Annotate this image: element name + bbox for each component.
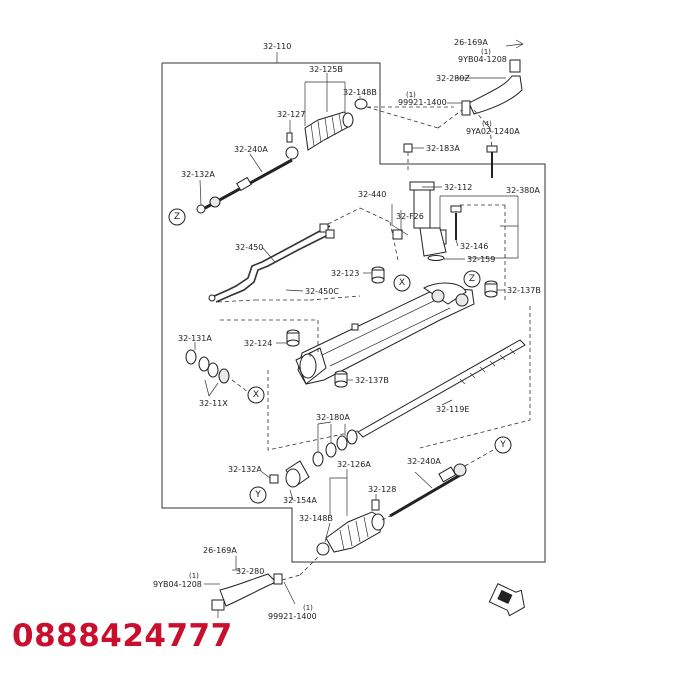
seal-f26 xyxy=(392,229,403,240)
label-32-132a-bottom: 32-132A xyxy=(228,465,262,474)
label-32-146: 32-146 xyxy=(460,242,488,251)
hydraulic-pipes xyxy=(208,207,399,303)
label-32-119e: 32-119E xyxy=(436,405,469,414)
label-32-11x: 32-11X xyxy=(199,399,228,408)
label-32-137b-mid: 32-137B xyxy=(355,376,389,385)
marker-y-2: Y xyxy=(494,436,512,454)
front-direction-arrow-icon xyxy=(488,583,525,617)
marker-y-1: Y xyxy=(249,486,267,504)
label-9yb04-top: 9YB04-1208 xyxy=(458,55,507,64)
marker-x-1: X xyxy=(393,274,411,292)
label-32-440: 32-440 xyxy=(358,190,386,199)
svg-text:Z: Z xyxy=(174,212,180,222)
label-32-240a-top: 32-240A xyxy=(234,145,268,154)
tie-rod-end-top xyxy=(366,39,524,178)
rack-boot-bottom xyxy=(325,511,385,553)
svg-text:X: X xyxy=(253,390,259,400)
label-26-169a-top: 26-169A xyxy=(454,38,488,47)
tie-rod-bottom xyxy=(389,463,467,518)
tie-rod-top xyxy=(204,156,293,210)
label-32-125b: 32-125B xyxy=(309,65,343,74)
bushing-32-123 xyxy=(363,266,385,284)
boot-assembly-top xyxy=(196,73,368,214)
label-32-132a-top: 32-132A xyxy=(181,170,215,179)
boot-clamp-small-top xyxy=(354,98,368,110)
label-qty-1-b: (1) xyxy=(406,91,416,99)
marker-z-2: Z xyxy=(463,270,481,288)
label-qty-1-a: (1) xyxy=(481,48,491,56)
label-32-380a: 32-380A xyxy=(506,186,540,195)
label-32-148b-bottom: 32-148B xyxy=(299,514,333,523)
label-32-148b-top: 32-148B xyxy=(343,88,377,97)
label-32-280z: 32-280Z xyxy=(436,74,470,83)
label-32-240a-bottom: 32-240A xyxy=(407,457,441,466)
label-32-137b-right: 32-137B xyxy=(507,286,541,295)
label-32-280: 32-280 xyxy=(236,567,264,576)
label-32-126a: 32-126A xyxy=(337,460,371,469)
label-qty-4: (4) xyxy=(482,120,492,128)
label-99921-bottom: 99921-1400 xyxy=(268,612,317,621)
label-9yb04-bottom: 9YB04-1208 xyxy=(153,580,202,589)
seal-kit-left xyxy=(185,342,249,397)
label-32-123: 32-123 xyxy=(331,269,359,278)
phone-number: 0888424777 xyxy=(12,618,233,654)
boot-clip-top xyxy=(286,132,293,143)
label-32-180a: 32-180A xyxy=(316,413,350,422)
svg-text:X: X xyxy=(399,278,405,288)
label-32-154a: 32-154A xyxy=(283,496,317,505)
label-qty-1-c: (1) xyxy=(189,572,199,580)
bushing-32-124 xyxy=(276,329,300,347)
label-9ya02: 9YA02-1240A xyxy=(466,127,520,136)
label-32-124: 32-124 xyxy=(244,339,272,348)
seal-set-32-180a xyxy=(312,421,358,467)
label-qty-1-d: (1) xyxy=(303,604,313,612)
svg-text:Z: Z xyxy=(469,274,475,284)
rack-boot-top xyxy=(304,111,354,151)
bushing-32-137b-mid xyxy=(334,370,353,388)
label-32-127: 32-127 xyxy=(277,110,305,119)
svg-text:Y: Y xyxy=(254,490,261,500)
assembly-frame xyxy=(161,62,546,563)
svg-text:Y: Y xyxy=(499,440,506,450)
steering-gear-housing xyxy=(295,282,475,385)
label-32-131a: 32-131A xyxy=(178,334,212,343)
label-32-128: 32-128 xyxy=(368,485,396,494)
marker-x-2: X xyxy=(247,386,265,404)
label-32-450c: 32-450C xyxy=(305,287,339,296)
tie-rod-end-bottom xyxy=(204,554,321,618)
label-32-183a: 32-183A xyxy=(426,144,460,153)
boot-clamp-large-top xyxy=(285,146,299,160)
label-99921-top: 99921-1400 xyxy=(398,98,447,107)
label-32-159: 32-159 xyxy=(467,255,495,264)
lock-nut-top xyxy=(196,204,206,214)
label-32-112: 32-112 xyxy=(444,183,472,192)
bushing-32-137b-right xyxy=(484,280,505,298)
steering-rack-bar xyxy=(357,339,526,438)
label-32-110: 32-110 xyxy=(263,42,291,51)
label-32-f26: 32-F26 xyxy=(396,212,424,221)
boot-assembly-bottom xyxy=(261,460,467,556)
marker-z-1: Z xyxy=(168,208,186,226)
label-26-169a-bottom: 26-169A xyxy=(203,546,237,555)
pinion-valve-area xyxy=(391,143,519,300)
label-32-450: 32-450 xyxy=(235,243,263,252)
